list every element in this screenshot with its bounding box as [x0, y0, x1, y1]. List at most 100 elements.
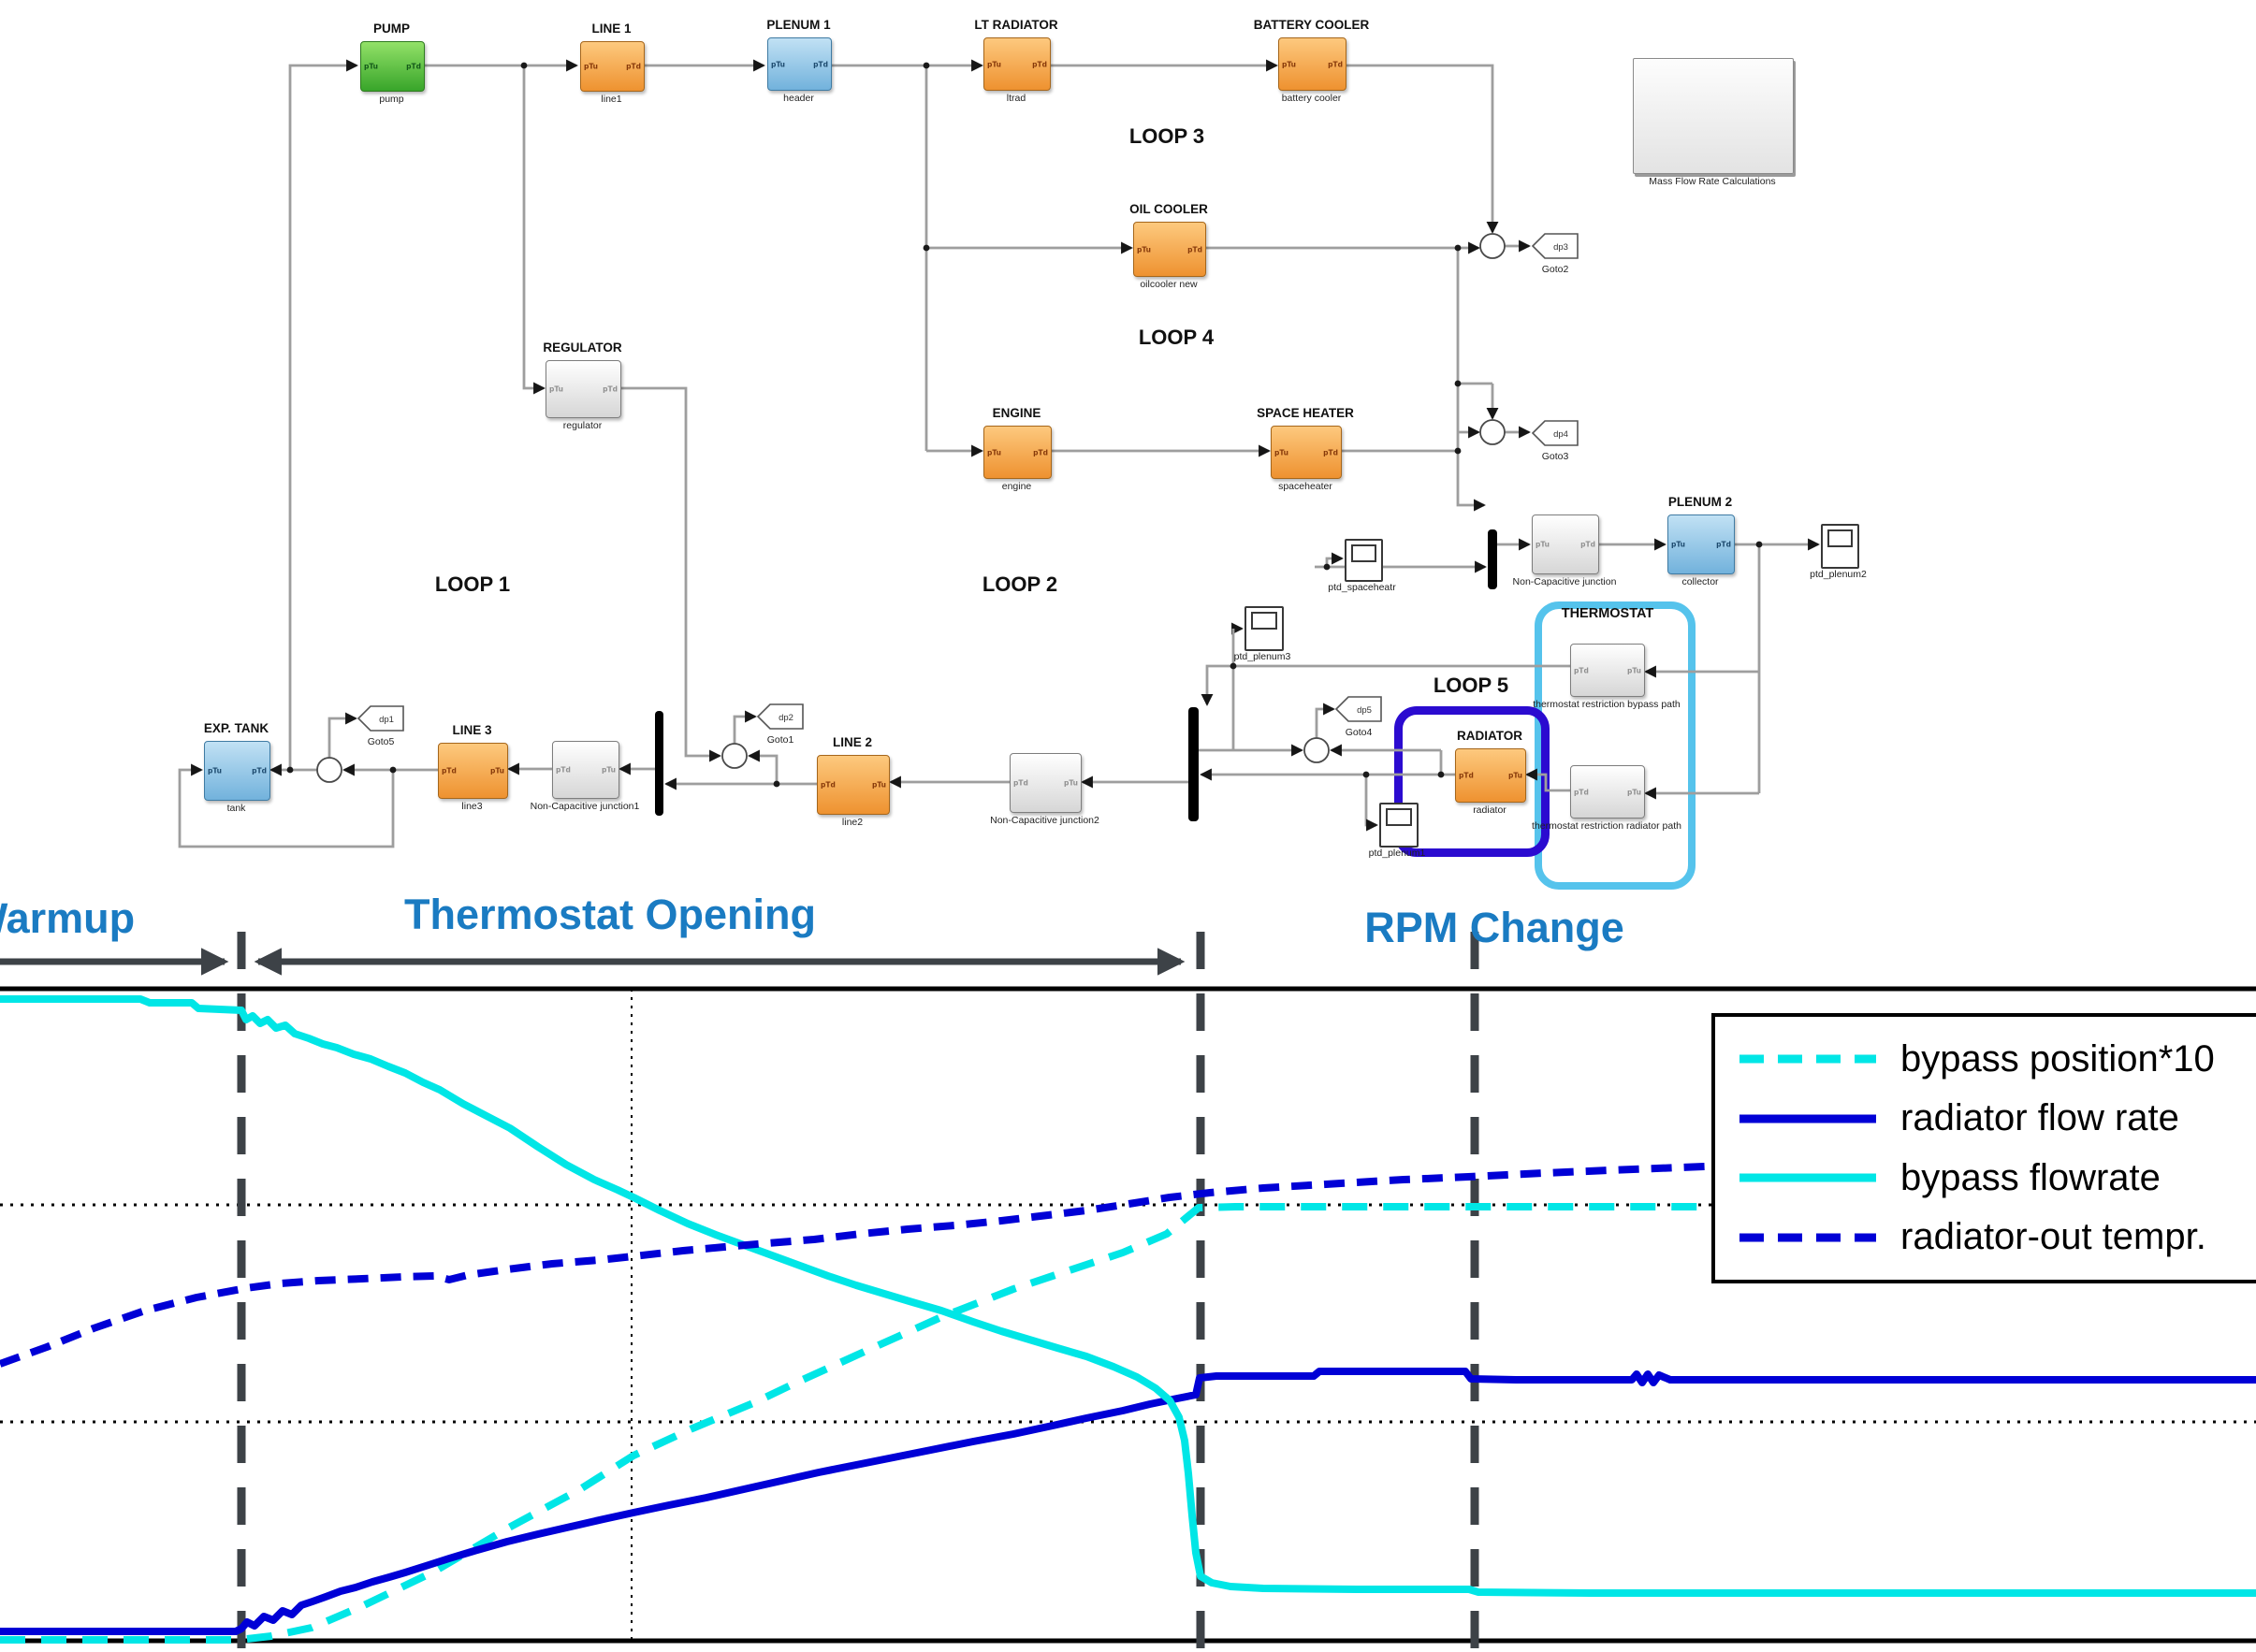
block-name-engine: engine — [1001, 481, 1032, 492]
block-name-oil-cooler: oilcooler new — [1140, 279, 1198, 290]
port-label-right: pTu — [1508, 771, 1522, 780]
block-name-line1: line1 — [601, 94, 622, 105]
mux-bar-3[interactable] — [1188, 707, 1199, 821]
port-label-right: pTu — [1627, 788, 1641, 796]
svg-text:dp5: dp5 — [1357, 705, 1372, 716]
port-label-left: pTd — [442, 766, 457, 775]
port-label-right: pTd — [1580, 540, 1595, 549]
block-name-thermostat-bypass: thermostat restriction bypass path — [1533, 699, 1681, 710]
block-name-exp-tank: tank — [226, 803, 246, 814]
port-label-right: pTd — [1187, 245, 1202, 254]
block-title-space-heater: SPACE HEATER — [1257, 406, 1354, 420]
scope-screen — [1386, 808, 1412, 826]
legend-label: bypass position*10 — [1900, 1037, 2215, 1080]
svg-text:dp2: dp2 — [779, 713, 793, 723]
port-label-right: pTd — [252, 766, 267, 775]
port-label-left: pTu — [987, 448, 1001, 456]
scope-ptd_spaceheatr[interactable] — [1345, 539, 1383, 582]
block-plenum1[interactable]: pTu pTd — [767, 37, 832, 91]
legend-item-2: bypass flowrate — [1738, 1157, 2256, 1199]
thermostat-box — [1535, 601, 1696, 890]
scope-ptd_plenum2[interactable] — [1821, 524, 1859, 569]
port-label-right: pTd — [626, 62, 641, 71]
block-name-line3: line3 — [461, 801, 483, 812]
block-name-thermostat-radiator: thermostat restriction radiator path — [1532, 820, 1681, 832]
port-label-right: pTd — [1032, 60, 1047, 68]
block-title-line3: LINE 3 — [452, 723, 492, 737]
phase-label-thermostat: Thermostat Opening — [403, 891, 817, 938]
loop-label-4: LOOP 4 — [1138, 326, 1215, 349]
block-thermostat-radiator[interactable]: pTd pTu — [1570, 765, 1645, 819]
port-label-left: pTu — [771, 60, 785, 68]
scope-name-ptd_plenum2: ptd_plenum2 — [1810, 569, 1867, 580]
block-mass-flow[interactable] — [1633, 58, 1794, 174]
block-title-regulator: REGULATOR — [543, 341, 622, 355]
port-label-left: pTd — [821, 780, 836, 790]
block-plenum2[interactable]: pTu pTd — [1667, 514, 1735, 574]
block-title-radiator: RADIATOR — [1457, 729, 1522, 743]
scope-name-ptd_spaceheatr: ptd_spaceheatr — [1328, 582, 1396, 593]
block-title-pump: PUMP — [372, 22, 410, 36]
port-label-left: pTd — [1574, 788, 1589, 796]
port-label-right: pTu — [872, 780, 886, 790]
legend-sample-line — [1739, 1114, 1876, 1123]
scope-screen — [1251, 612, 1277, 630]
thermostat-title: THERMOSTAT — [1561, 606, 1654, 621]
block-engine[interactable]: pTu pTd — [983, 426, 1052, 479]
svg-text:dp3: dp3 — [1553, 242, 1568, 253]
block-title-engine: ENGINE — [992, 406, 1041, 420]
block-name-noncap-junction2: Non-Capacitive junction2 — [990, 815, 1099, 826]
block-title-plenum1: PLENUM 1 — [766, 18, 831, 32]
scope-name-ptd_plenum1: ptd_plenum1 — [1368, 848, 1426, 859]
block-title-exp-tank: EXP. TANK — [203, 721, 269, 735]
port-label-right: pTd — [1716, 540, 1731, 549]
loop-label-5: LOOP 5 — [1433, 674, 1509, 697]
scope-ptd_plenum1[interactable] — [1379, 803, 1419, 848]
legend-item-3: radiator-out tempr. — [1738, 1216, 2256, 1258]
block-name-plenum1: header — [783, 93, 814, 104]
port-label-right: pTd — [813, 60, 828, 68]
block-name-space-heater: spaceheater — [1278, 481, 1332, 492]
port-label-left: pTu — [1671, 540, 1685, 549]
port-label-right: pTu — [1627, 666, 1641, 674]
block-name-regulator: regulator — [562, 420, 603, 431]
block-line2[interactable]: pTd pTu — [817, 755, 890, 815]
scope-screen — [1351, 544, 1376, 562]
legend-label: radiator-out tempr. — [1900, 1216, 2206, 1258]
block-exp-tank[interactable]: pTu pTd — [204, 741, 270, 801]
port-label-right: pTd — [1323, 448, 1338, 456]
loop-label-3: LOOP 3 — [1128, 124, 1205, 148]
block-lt-radiator[interactable]: pTu pTd — [983, 37, 1051, 91]
legend-sample-line — [1739, 1173, 1876, 1182]
block-line1[interactable]: pTu pTd — [580, 41, 645, 92]
phase-label-warmup: Warmup — [0, 894, 136, 942]
mux-bar-1[interactable] — [1488, 529, 1497, 589]
mux-bar-2[interactable] — [655, 711, 663, 816]
block-title-battery-cooler: BATTERY COOLER — [1253, 18, 1370, 32]
goto-caption: Goto2 — [1542, 264, 1569, 275]
port-label-left: pTu — [584, 62, 598, 71]
scope-ptd_plenum3[interactable] — [1244, 606, 1284, 651]
goto-caption: Goto5 — [368, 736, 395, 747]
port-label-left: pTu — [208, 766, 222, 775]
block-title-lt-radiator: LT RADIATOR — [974, 18, 1058, 32]
port-label-right: pTd — [1033, 448, 1048, 456]
port-label-left: pTu — [987, 60, 1001, 68]
block-name-line2: line2 — [841, 817, 864, 828]
